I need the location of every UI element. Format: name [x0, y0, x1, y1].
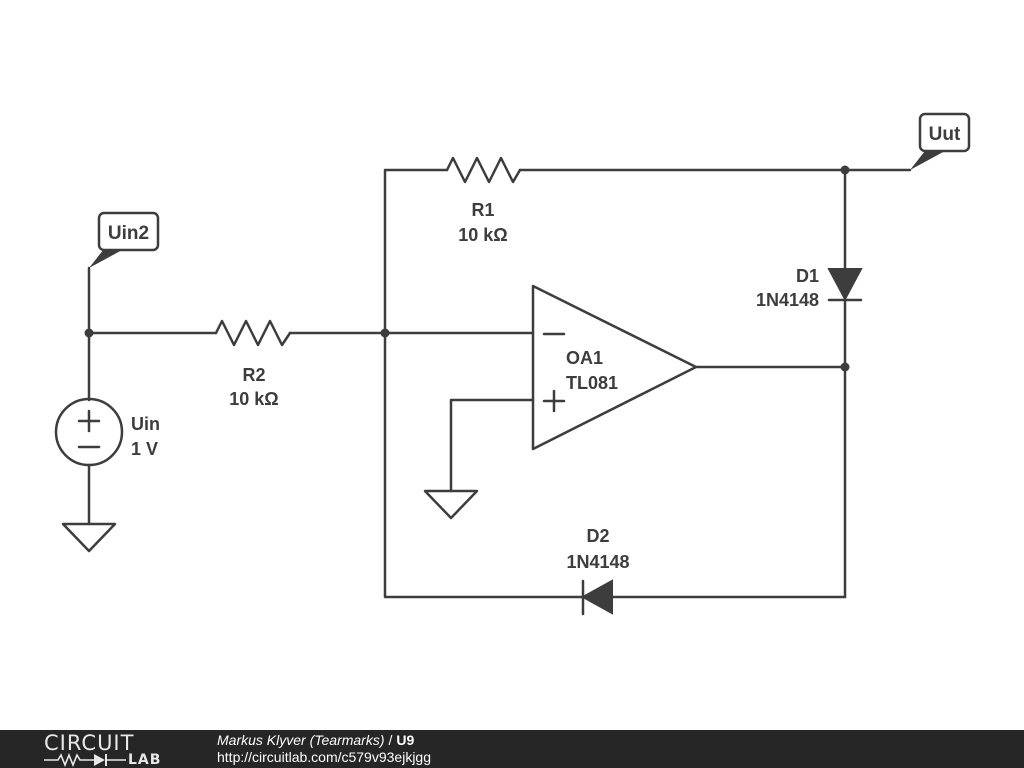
separator: /: [388, 732, 393, 748]
ground-symbol: [423, 489, 479, 520]
logo-text-top: CIRCUIT: [44, 731, 135, 755]
circuitlab-logo[interactable]: CIRCUIT LAB: [44, 732, 174, 768]
logo-bottom-row: LAB: [44, 752, 174, 768]
diode-d1[interactable]: D1 1N4148: [756, 266, 863, 310]
uin-value: 1 V: [131, 439, 158, 459]
resistor-r2[interactable]: R2 10 kΩ: [214, 319, 292, 409]
resistor-r1[interactable]: R1 10 kΩ: [445, 156, 522, 245]
circuit-name[interactable]: U9: [396, 732, 415, 748]
author-line: Markus Klyver (Tearmarks)/U9: [217, 732, 414, 749]
d2-name: D2: [586, 526, 609, 546]
logo-text-bottom: LAB: [128, 752, 162, 768]
net-flag-uut[interactable]: Uut: [910, 112, 971, 170]
diode-arrow-icon: [827, 268, 863, 302]
diode-arrow-icon: [580, 579, 613, 615]
junction-dot: [380, 328, 390, 338]
uut-label: Uut: [929, 124, 961, 145]
author-name[interactable]: Markus Klyver (Tearmarks): [217, 732, 385, 748]
ground-symbol: [61, 522, 117, 553]
junction-dot: [84, 328, 94, 338]
d2-value: 1N4148: [566, 552, 629, 572]
voltage-source-uin[interactable]: Uin 1 V: [54, 397, 160, 467]
r2-value: 10 kΩ: [229, 389, 278, 409]
d1-name: D1: [796, 266, 819, 286]
r1-name: R1: [471, 200, 494, 220]
diode-d2[interactable]: D2 1N4148: [566, 526, 630, 616]
junction-dot: [840, 165, 850, 175]
net-flag-uin2[interactable]: Uin2: [89, 211, 160, 268]
d1-value: 1N4148: [756, 290, 819, 310]
junction-dot: [840, 362, 850, 372]
oa1-value: TL081: [566, 373, 618, 393]
circuit-schematic: R1 10 kΩ R2 10 kΩ OA1 TL081 Uin 1 V D1: [54, 112, 971, 616]
circuit-url-link[interactable]: http://circuitlab.com/c579v93ejkjgg: [217, 749, 431, 765]
footer-bar: CIRCUIT LAB Markus Klyver (Tearmarks)/U9…: [0, 730, 1024, 768]
uin2-label: Uin2: [108, 223, 149, 244]
resistor-diode-icon: [44, 752, 126, 768]
opamp-oa1[interactable]: OA1 TL081: [531, 284, 698, 451]
wires: [87, 168, 912, 599]
r2-name: R2: [242, 365, 265, 385]
oa1-name: OA1: [566, 348, 603, 368]
uin-name: Uin: [131, 414, 160, 434]
r1-value: 10 kΩ: [458, 225, 507, 245]
